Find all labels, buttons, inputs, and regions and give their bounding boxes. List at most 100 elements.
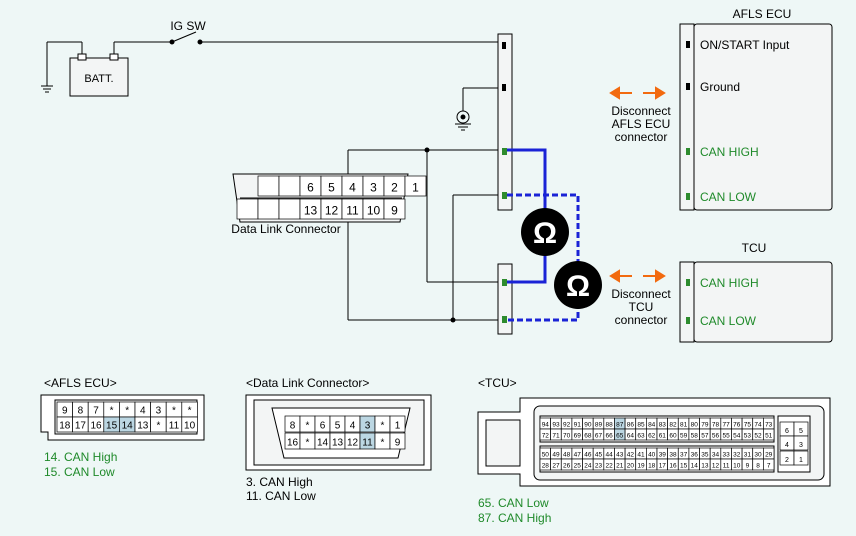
tcu-connector-pin: 40 — [648, 452, 656, 459]
ohmmeter-2: Ω — [554, 261, 602, 309]
dlc-pin-label: 13 — [304, 204, 318, 218]
disconnect-arrow-afls — [609, 86, 666, 100]
tcu-connector-pin: 66 — [606, 433, 614, 440]
tcu-connector-title: <TCU> — [478, 376, 517, 390]
tcu-connector-pin: 74 — [754, 422, 762, 429]
tcu-connector-pin: 42 — [627, 452, 635, 459]
tcu-connector-pin: 24 — [584, 463, 592, 470]
tcu-side-pin: 1 — [799, 457, 803, 464]
tcu-note-1: 65. CAN Low — [478, 496, 549, 510]
tcu-connector-pin: 9 — [746, 463, 750, 470]
afls-pin-label: CAN LOW — [700, 190, 757, 204]
afls-pin-label: CAN HIGH — [700, 145, 759, 159]
afls-connector-pin: 3 — [156, 406, 162, 417]
tcu-connector-pin: 18 — [648, 463, 656, 470]
tcu-connector-pin: 35 — [701, 452, 709, 459]
tcu-connector-pin: 93 — [552, 422, 560, 429]
tcu-connector-pin: 86 — [627, 422, 635, 429]
dlc-note-1: 3. CAN High — [246, 475, 313, 489]
tcu-connector-pin: 12 — [712, 463, 720, 470]
pin-on-start — [502, 42, 506, 49]
tcu-connector-pin: 61 — [659, 433, 667, 440]
disconnect-afls-line2: AFLS ECU — [612, 117, 671, 131]
pin-tcu-can-low — [502, 316, 507, 323]
tcu-connector-pin: 52 — [754, 433, 762, 440]
dlc-connector-pin: 4 — [350, 420, 356, 431]
tcu-connector-pin: 70 — [563, 433, 571, 440]
tcu-connector-pin: 68 — [584, 433, 592, 440]
pin-can-low — [502, 192, 507, 199]
afls-connector-pin: * — [110, 406, 114, 417]
afls-connector-pin: 18 — [59, 421, 71, 432]
disconnect-afls-line1: Disconnect — [611, 104, 671, 118]
disconnect-arrow-tcu — [609, 269, 666, 283]
disconnect-tcu-line1: Disconnect — [611, 287, 671, 301]
afls-connector-pin: 17 — [75, 421, 87, 432]
tcu-connector-pin: 83 — [659, 422, 667, 429]
tcu-connector-pin: 84 — [648, 422, 656, 429]
tcu-pin-label: CAN HIGH — [700, 276, 759, 290]
tcu-connector-pin: 38 — [669, 452, 677, 459]
afls-connector-pin: 4 — [140, 406, 146, 417]
tcu-connector-pin: 27 — [552, 463, 560, 470]
dlc-pin-label: 5 — [328, 181, 335, 195]
afls-pin-label: Ground — [700, 80, 740, 94]
pin-ground — [502, 84, 506, 91]
dlc-connector-pin: 1 — [395, 420, 401, 431]
tcu-connector-pin: 11 — [723, 463, 730, 470]
tcu-connector-pin: 82 — [669, 422, 677, 429]
tcu-connector-pin: 81 — [680, 422, 688, 429]
tcu-note-2: 87. CAN High — [478, 511, 551, 525]
afls-connector-pin: * — [188, 406, 192, 417]
dlc-pin-label: 6 — [307, 181, 314, 195]
disconnect-tcu-line2: TCU — [629, 300, 654, 314]
dlc-pin-label: 2 — [391, 181, 398, 195]
dlc-connector-pin: 16 — [287, 437, 299, 448]
tcu-connector-pin: 25 — [574, 463, 582, 470]
ohm-symbol: Ω — [566, 270, 590, 303]
tcu-connector-pin: 65 — [616, 433, 624, 440]
afls-connector-pin: 11 — [169, 421, 180, 432]
dlc-connector-pin: * — [381, 420, 385, 431]
tcu-connector-pin: 91 — [574, 422, 582, 429]
tcu-connector-pin: 77 — [723, 422, 731, 429]
tcu-pin-label: CAN LOW — [700, 314, 757, 328]
afls-connector-pin: 8 — [78, 406, 84, 417]
tcu-connector-pin: 45 — [595, 452, 603, 459]
tcu-connector-pin: 22 — [606, 463, 614, 470]
tcu-connector-pin: 16 — [669, 463, 677, 470]
dlc-pin-label: 3 — [370, 181, 377, 195]
ground-icon — [455, 87, 498, 131]
dlc-connector-pin: 9 — [395, 437, 401, 448]
tcu-connector-pin: 10 — [733, 463, 741, 470]
tcu-connector-pin: 50 — [542, 452, 550, 459]
tcu-connector-pin: 14 — [691, 463, 699, 470]
tcu-connector-pin: 78 — [712, 422, 720, 429]
tcu-connector-pin: 51 — [765, 433, 773, 440]
afls-note-1: 14. CAN High — [44, 450, 117, 464]
dlc-connector-pin: 5 — [335, 420, 341, 431]
tcu-connector-pin: 60 — [669, 433, 677, 440]
tcu-connector-pin: 37 — [680, 452, 688, 459]
tcu-connector-pin: 71 — [552, 433, 560, 440]
afls-ecu-box — [679, 23, 833, 211]
tcu-connector-pin: 48 — [563, 452, 571, 459]
afls-pin-label: ON/START Input — [700, 38, 790, 52]
afls-connector-pin: 10 — [184, 421, 196, 432]
battery-box — [69, 57, 129, 97]
tcu-connector-pin: 63 — [637, 433, 645, 440]
tcu-connector-pin: 64 — [627, 433, 635, 440]
dlc-connector-pin: 11 — [362, 437, 373, 448]
tcu-connector-pin: 92 — [563, 422, 571, 429]
pin-can-high — [502, 148, 507, 155]
dlc-caption: Data Link Connector — [231, 222, 340, 236]
tcu-connector-pin: 8 — [756, 463, 760, 470]
dlc-connector-pin: 3 — [365, 420, 371, 431]
dlc-connector-pin: * — [381, 437, 385, 448]
tcu-connector-pin: 21 — [616, 463, 624, 470]
tcu-title: TCU — [742, 241, 767, 255]
tcu-box — [679, 261, 833, 343]
